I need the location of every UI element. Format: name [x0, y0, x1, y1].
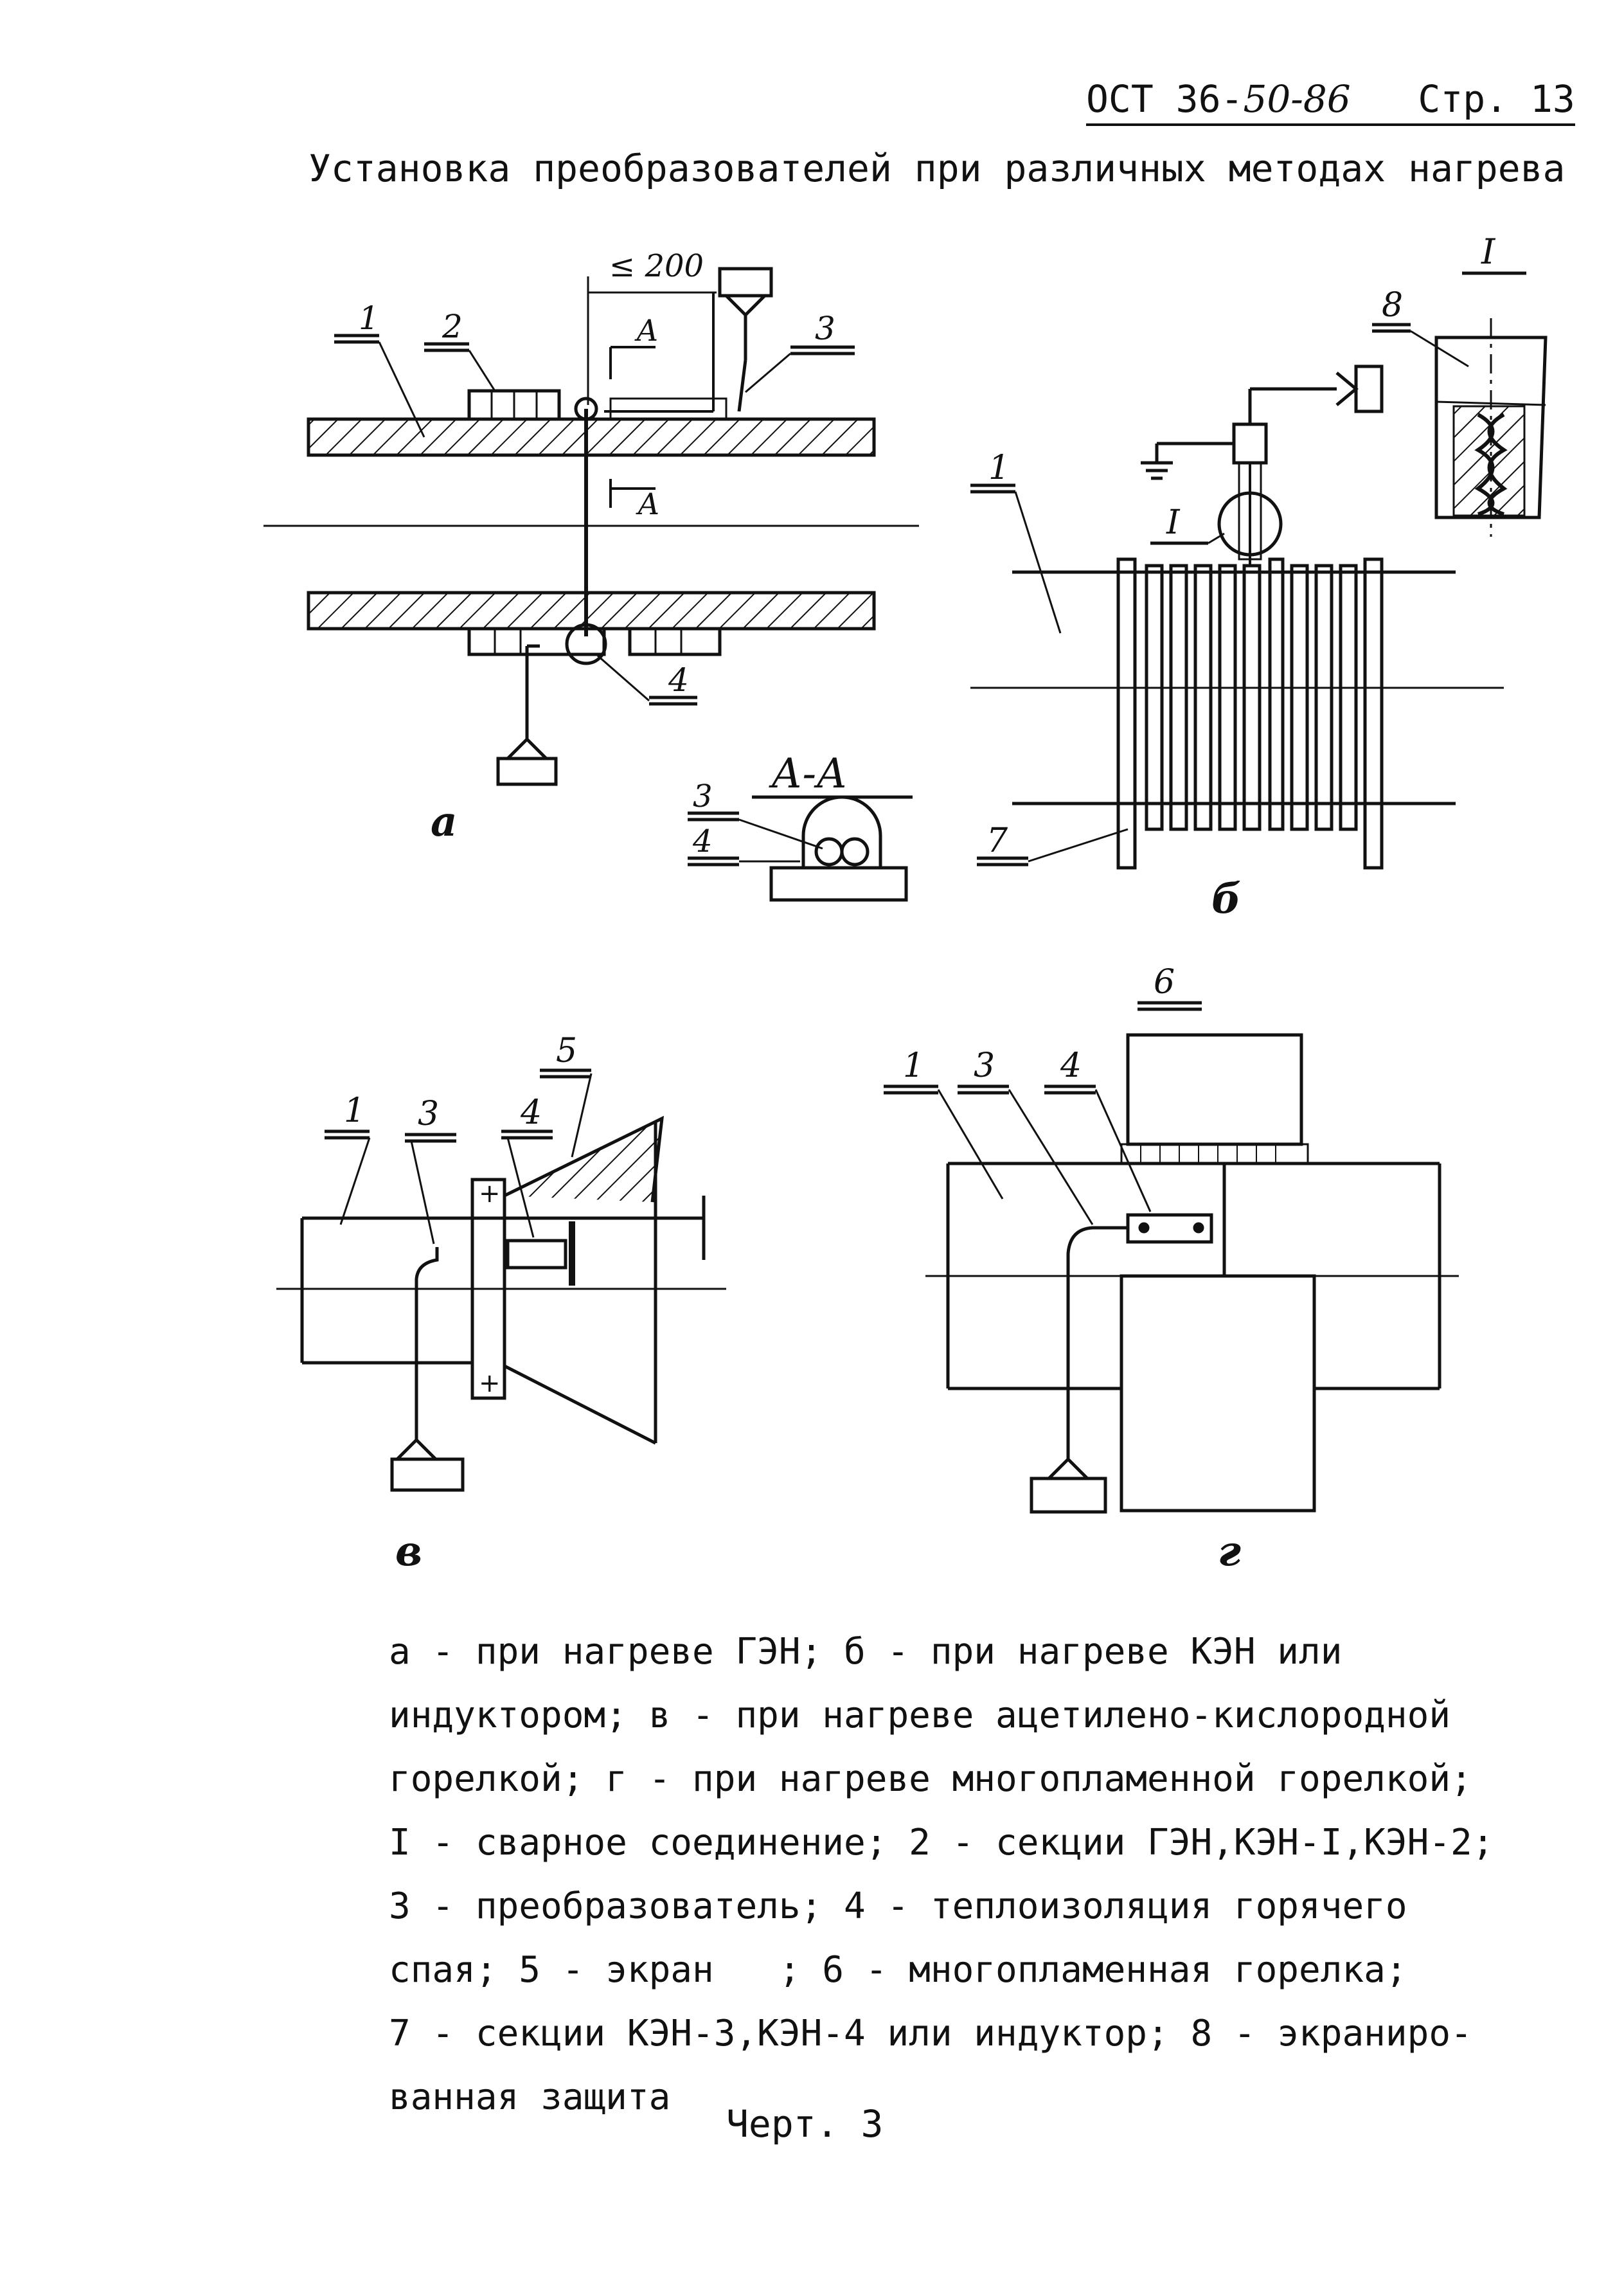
installation-drawings: ≤ 200 А А 1 2 3 4 а А-А: [263, 231, 1548, 1576]
label-4-g: 4: [1060, 1047, 1082, 1085]
heater-section-bottom: [467, 627, 606, 656]
panel-label-v: в: [395, 1527, 422, 1576]
coil-section-left: [1116, 557, 1137, 870]
instrument-box-g: [1030, 1477, 1107, 1514]
instrument-box-top: [718, 267, 773, 298]
figure-a: ≤ 200 А А 1 2 3 4 а А-А: [263, 248, 919, 902]
legend-line: I - сварное соединение; 2 - секции ГЭН,К…: [389, 1822, 1494, 1864]
panel-label-a: а: [431, 798, 457, 846]
pipe-wall-top: [307, 417, 876, 457]
legend-line: спая; 5 - экран ; 6 - многопламенная гор…: [389, 1949, 1407, 1991]
doc-prefix: ОСТ 36-: [1086, 77, 1244, 121]
instrument-box-v: [390, 1457, 465, 1492]
plus-bottom: +: [479, 1369, 501, 1398]
legend: а - при нагреве ГЭН; б - при нагреве КЭН…: [389, 1620, 1494, 2129]
label-3-v: 3: [418, 1095, 439, 1133]
plus-top: +: [479, 1179, 501, 1208]
section-mark-top: А: [634, 313, 659, 348]
page-number: Стр. 13: [1418, 77, 1575, 121]
legend-line: 3 - преобразователь; 4 - теплоизоляция г…: [389, 1885, 1407, 1927]
legend-line: горелкой; г - при нагреве многопламенной…: [389, 1758, 1472, 1800]
legend-line: ванная защита: [389, 2076, 671, 2118]
screen-clamp: [470, 1178, 506, 1400]
figure-caption: Черт. 3: [726, 2102, 884, 2146]
converter-v: [506, 1239, 567, 1270]
label-3-section: 3: [693, 778, 713, 814]
label-8: 8: [1382, 286, 1403, 325]
weld-joint: [1268, 557, 1285, 831]
detail-title: I: [1481, 231, 1496, 272]
pipe-wall-bottom: [307, 591, 876, 631]
label-3-a: 3: [815, 310, 835, 347]
label-4-section: 4: [692, 823, 713, 859]
detail-mark: I: [1166, 503, 1181, 542]
label-1-v: 1: [344, 1092, 365, 1130]
label-6-g: 6: [1154, 963, 1175, 1002]
label-3-g: 3: [974, 1047, 995, 1085]
panel-label-g: г: [1218, 1527, 1241, 1576]
label-1-a: 1: [359, 300, 379, 337]
legend-line: индуктором; в - при нагреве ацетилено-ки…: [389, 1694, 1451, 1736]
label-2-a: 2: [442, 308, 463, 345]
dimension-label: ≤ 200: [609, 248, 704, 284]
converter-box-b: [1232, 422, 1268, 465]
legend-line: а - при нагреве ГЭН; б - при нагреве КЭН…: [389, 1631, 1343, 1673]
label-1-b: 1: [988, 449, 1010, 487]
document-header: ОСТ 36-50-86 Стр. 13: [1086, 77, 1575, 126]
figure-b: I 1 7 б I 8: [970, 231, 1548, 923]
label-4-v: 4: [520, 1093, 542, 1132]
figure-v: + + 1 3 4 5 в: [276, 1032, 726, 1576]
page-title: Установка преобразователей при различных…: [308, 147, 1566, 190]
coil-section-right: [1363, 557, 1384, 870]
figure-g: 1 3 4 6 г: [884, 963, 1459, 1576]
label-7-b: 7: [986, 822, 1008, 860]
instrument-box-bottom: [496, 757, 558, 786]
label-4-a: 4: [668, 661, 689, 699]
label-5-v: 5: [556, 1032, 577, 1070]
panel-label-b: б: [1211, 875, 1241, 923]
section-mark-bottom: А: [636, 487, 660, 521]
doc-number: 50-86: [1243, 77, 1351, 121]
legend-line: 7 - секции КЭН-3,КЭН-4 или индуктор; 8 -…: [389, 2013, 1472, 2054]
instrument-box-b: [1354, 364, 1384, 413]
section-title: А-А: [769, 750, 848, 798]
burner: [1126, 1033, 1303, 1146]
label-1-g: 1: [903, 1047, 924, 1085]
